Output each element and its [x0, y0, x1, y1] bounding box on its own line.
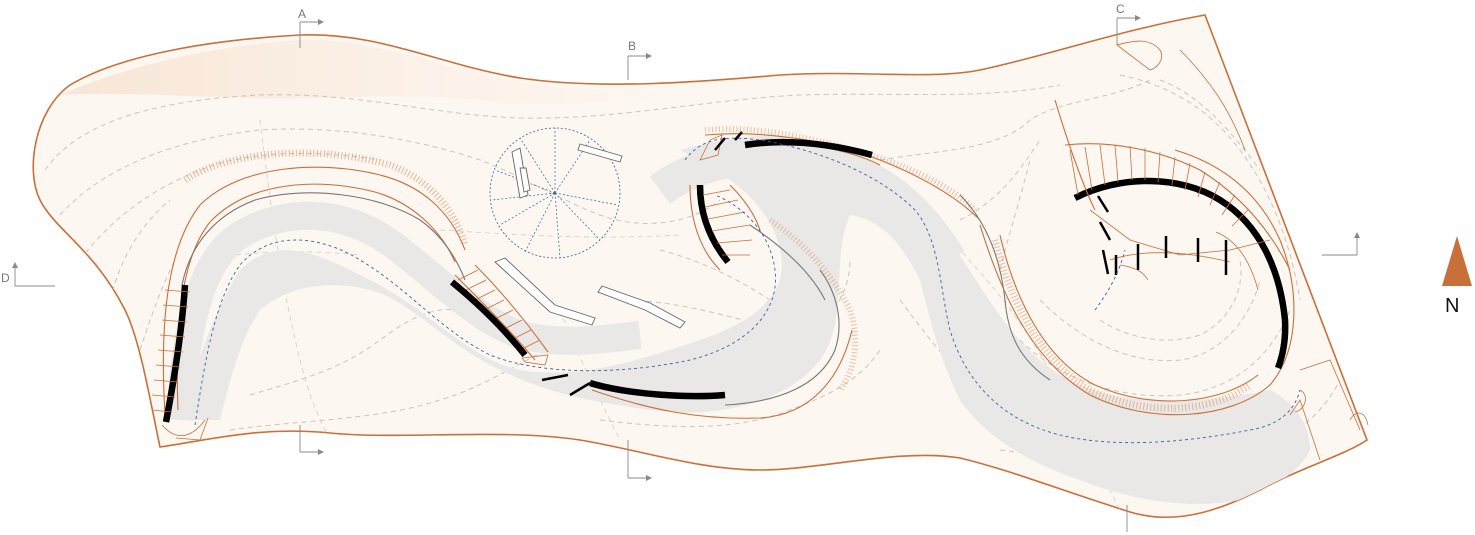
sand-band	[60, 39, 700, 105]
west-steps	[151, 289, 191, 413]
bench-2	[597, 285, 686, 329]
section-marker-c: C	[1116, 2, 1141, 532]
north-arrow: N	[1442, 236, 1472, 317]
north-label: N	[1445, 295, 1459, 317]
section-label-b: B	[628, 39, 636, 53]
north-arrow-icon	[1442, 236, 1472, 286]
section-label-c: C	[1116, 2, 1125, 16]
benches	[494, 257, 686, 329]
north-crescent	[689, 126, 1051, 392]
sundial	[489, 127, 623, 259]
section-marker-d: D	[1, 232, 1360, 287]
bench-1	[494, 257, 596, 326]
east-steps	[1069, 144, 1249, 227]
east-spiral	[979, 99, 1295, 416]
section-marker-b: B	[627, 39, 652, 481]
east-edge	[1116, 40, 1369, 461]
section-label-d: D	[1, 271, 10, 285]
north-steps	[702, 189, 753, 256]
section-marker-a: A	[298, 7, 324, 455]
west-arc	[151, 149, 469, 441]
path-top-band	[166, 201, 642, 421]
central-ramp	[449, 264, 853, 419]
section-label-a: A	[298, 7, 306, 21]
path-north-curve	[649, 139, 965, 269]
main-path	[180, 135, 1310, 504]
trail-line	[194, 137, 1301, 444]
east-posts	[1096, 195, 1228, 275]
